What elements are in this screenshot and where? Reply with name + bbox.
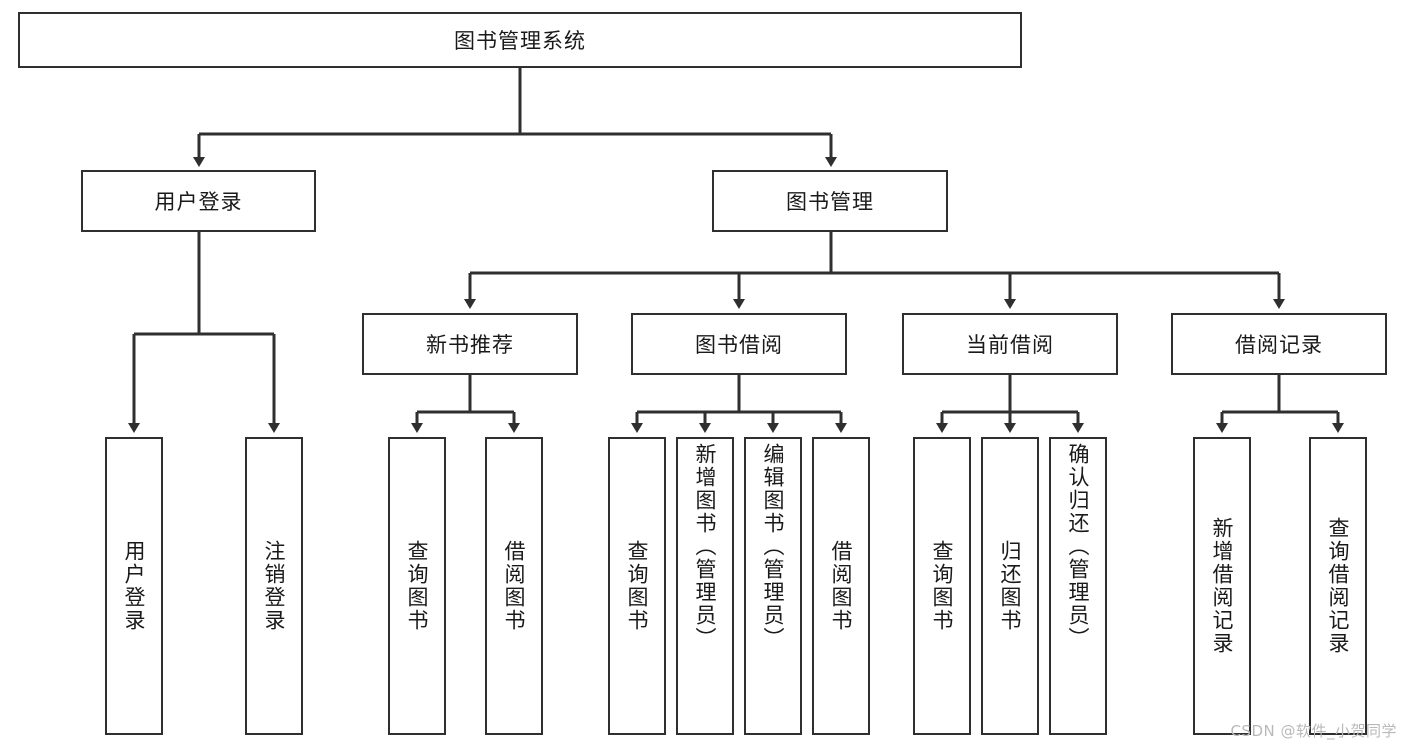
node-user-login-label: 用户登录: [154, 190, 243, 214]
leaf-label: 新增图书（管理员）: [693, 443, 718, 650]
leaf-borrow-edit-book-admin[interactable]: 编辑图书（管理员）: [744, 437, 802, 735]
node-book-management[interactable]: 图书管理: [712, 170, 948, 232]
leaf-label: 查询图书: [405, 540, 430, 632]
node-current-borrow[interactable]: 当前借阅: [902, 313, 1118, 375]
leaf-label: 归还图书: [998, 540, 1023, 632]
leaf-user-login-signin[interactable]: 用户登录: [105, 437, 163, 735]
node-borrow-records[interactable]: 借阅记录: [1171, 313, 1387, 375]
leaf-current-query-book[interactable]: 查询图书: [913, 437, 971, 735]
leaf-borrow-query-book[interactable]: 查询图书: [608, 437, 666, 735]
leaf-label: 编辑图书（管理员）: [761, 443, 786, 650]
leaf-label: 用户登录: [122, 540, 147, 632]
leaf-records-add-record[interactable]: 新增借阅记录: [1193, 437, 1251, 735]
leaf-label: 查询图书: [930, 540, 955, 632]
leaf-label: 确认归还（管理员）: [1066, 443, 1091, 650]
node-book-borrow-label: 图书借阅: [695, 333, 783, 357]
leaf-records-query-record[interactable]: 查询借阅记录: [1309, 437, 1367, 735]
leaf-borrow-borrow-book[interactable]: 借阅图书: [812, 437, 870, 735]
node-borrow-records-label: 借阅记录: [1235, 333, 1323, 357]
leaf-new-book-query[interactable]: 查询图书: [388, 437, 446, 735]
node-book-borrow[interactable]: 图书借阅: [631, 313, 847, 375]
node-root-label: 图书管理系统: [454, 29, 586, 53]
leaf-new-book-borrow[interactable]: 借阅图书: [485, 437, 543, 735]
leaf-borrow-add-book-admin[interactable]: 新增图书（管理员）: [676, 437, 734, 735]
leaf-label: 新增借阅记录: [1210, 517, 1235, 655]
leaf-label: 查询图书: [625, 540, 650, 632]
leaf-current-confirm-return-admin[interactable]: 确认归还（管理员）: [1049, 437, 1107, 735]
node-new-book-recommend-label: 新书推荐: [426, 333, 514, 357]
leaf-label: 注销登录: [262, 540, 287, 632]
leaf-current-return-book[interactable]: 归还图书: [981, 437, 1039, 735]
leaf-user-login-signout[interactable]: 注销登录: [245, 437, 303, 735]
node-root[interactable]: 图书管理系统: [18, 12, 1022, 68]
node-new-book-recommend[interactable]: 新书推荐: [362, 313, 578, 375]
node-current-borrow-label: 当前借阅: [966, 333, 1054, 357]
node-book-management-label: 图书管理: [786, 190, 874, 214]
leaf-label: 借阅图书: [829, 540, 854, 632]
node-user-login[interactable]: 用户登录: [81, 170, 316, 232]
leaf-label: 查询借阅记录: [1326, 517, 1351, 655]
leaf-label: 借阅图书: [502, 540, 527, 632]
